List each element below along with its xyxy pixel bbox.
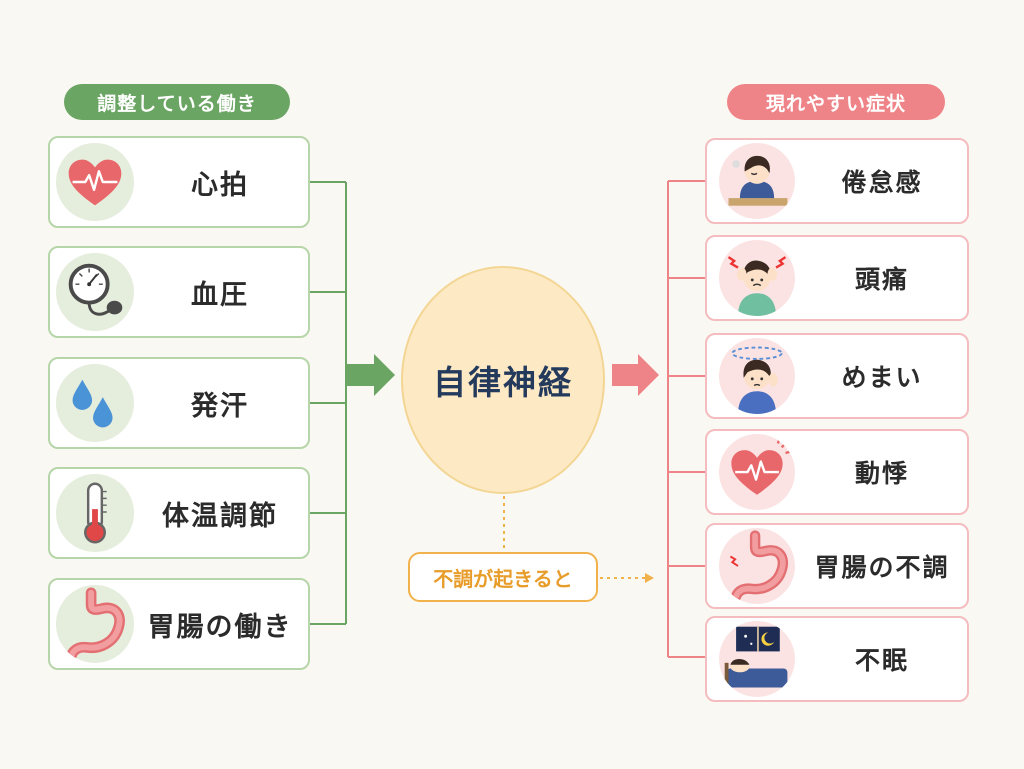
green-flow-arrow bbox=[346, 354, 395, 396]
function-label: 胃腸の働き bbox=[147, 611, 293, 643]
stomach-icon bbox=[56, 585, 134, 663]
palpitation-heart-icon bbox=[719, 434, 795, 510]
pink-flow-arrow bbox=[612, 354, 659, 396]
heart-icon bbox=[56, 143, 134, 221]
blood-pressure-gauge-icon bbox=[56, 253, 134, 331]
function-label: 体温調節 bbox=[162, 500, 278, 532]
symptom-label: 胃腸の不調 bbox=[814, 553, 950, 582]
upset-stomach-icon bbox=[719, 528, 795, 604]
symptom-label: 不眠 bbox=[854, 646, 909, 675]
symptom-label: めまい bbox=[841, 363, 923, 392]
function-label: 血圧 bbox=[191, 279, 249, 311]
trigger-box: 不調が起きると bbox=[408, 552, 598, 602]
function-card-blood-pressure: 血圧 bbox=[48, 246, 310, 338]
function-card-temperature: 体温調節 bbox=[48, 467, 310, 559]
dizzy-person-icon bbox=[719, 338, 795, 414]
symptom-label: 動悸 bbox=[854, 459, 909, 488]
autonomic-nerve-circle: 自律神経 bbox=[401, 266, 605, 494]
headache-person-icon bbox=[719, 240, 795, 316]
right-header-pill: 現れやすい症状 bbox=[727, 84, 945, 120]
function-card-heart-rate: 心拍 bbox=[48, 136, 310, 228]
function-card-digestion: 胃腸の働き bbox=[48, 578, 310, 670]
symptom-card-digestive-upset: 胃腸の不調 bbox=[705, 523, 969, 609]
symptom-card-headache: 頭痛 bbox=[705, 235, 969, 321]
insomnia-bed-icon bbox=[719, 621, 795, 697]
symptom-card-palpitation: 動悸 bbox=[705, 429, 969, 515]
function-label: 発汗 bbox=[191, 390, 249, 422]
tired-person-icon bbox=[719, 143, 795, 219]
right-header-label: 現れやすい症状 bbox=[765, 92, 906, 115]
symptom-label: 頭痛 bbox=[854, 265, 909, 294]
function-card-sweating: 発汗 bbox=[48, 357, 310, 449]
trigger-label: 不調が起きると bbox=[433, 566, 573, 591]
center-label: 自律神経 bbox=[433, 363, 573, 402]
function-label: 心拍 bbox=[191, 169, 249, 201]
water-drops-icon bbox=[56, 364, 134, 442]
symptom-label: 倦怠感 bbox=[841, 168, 923, 197]
symptom-card-dizziness: めまい bbox=[705, 333, 969, 419]
dotted-arrow-head bbox=[645, 573, 654, 583]
thermometer-icon bbox=[56, 474, 134, 552]
left-header-pill: 調整している働き bbox=[64, 84, 290, 120]
symptom-card-fatigue: 倦怠感 bbox=[705, 138, 969, 224]
left-header-label: 調整している働き bbox=[97, 92, 257, 115]
symptom-card-insomnia: 不眠 bbox=[705, 616, 969, 702]
